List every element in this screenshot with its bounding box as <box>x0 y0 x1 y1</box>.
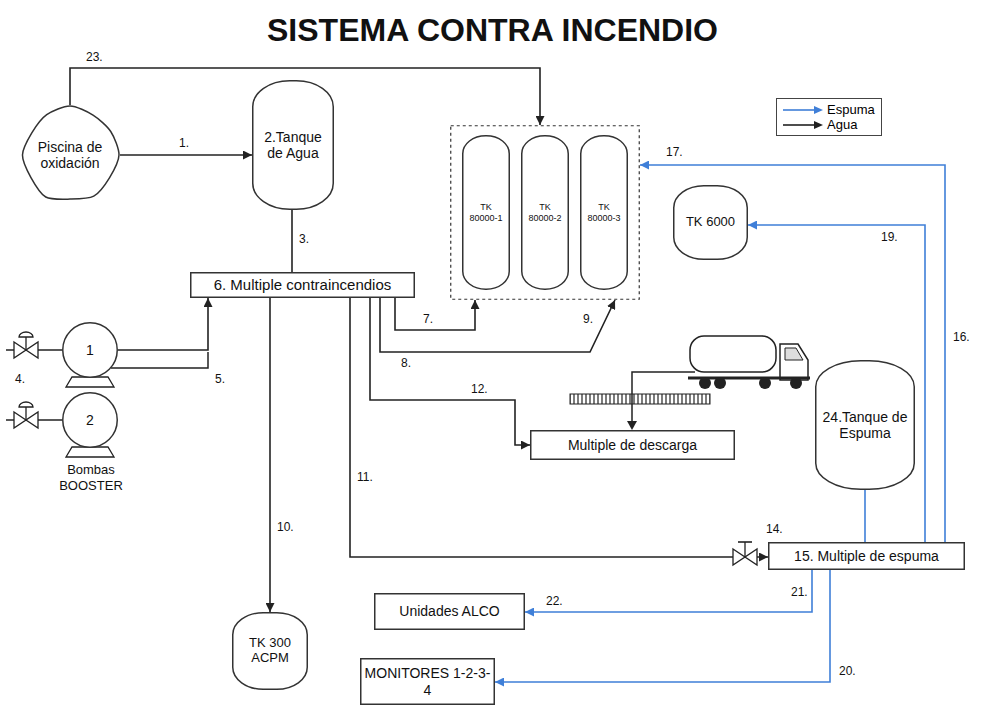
node-label: 6. Multiple contraincendios <box>214 276 392 293</box>
valve-symbol <box>6 332 62 358</box>
box-outline <box>674 186 748 260</box>
monitor-box: MONITORES 1-2-3-4 <box>360 658 495 705</box>
node-label: TK 80000-2 <box>525 202 565 223</box>
callout-number: 19. <box>880 230 899 244</box>
foam-line <box>525 570 812 612</box>
node-label: 2 <box>86 412 94 428</box>
water-line <box>395 298 475 330</box>
callout-number: 20. <box>838 664 857 678</box>
pipe-line <box>111 352 208 368</box>
node-label: TK 80000-3 <box>584 202 624 223</box>
pond-outline <box>22 106 119 199</box>
pump-outline <box>63 323 118 378</box>
tank-shape: TK 80000-1 <box>462 135 510 290</box>
legend-entry: Agua <box>783 117 875 132</box>
valve-symbol <box>733 542 757 565</box>
node-label: Unidades ALCO <box>399 603 499 619</box>
node-label: TK 80000-1 <box>466 202 506 223</box>
manifold-box: Multiple de descarga <box>530 430 735 460</box>
legend-sample <box>783 120 823 130</box>
pump-base <box>66 377 114 387</box>
foam-line <box>864 490 866 542</box>
callout-number: 14. <box>765 522 784 536</box>
foam-line <box>640 165 945 542</box>
water-line <box>370 298 530 445</box>
node-label: TK 300 ACPM <box>236 636 304 666</box>
water-line <box>269 298 271 612</box>
node-label: MONITORES 1-2-3-4 <box>364 665 491 697</box>
tanker-truck <box>688 336 810 389</box>
callout-number: 21. <box>790 585 809 599</box>
box-outline <box>463 136 510 290</box>
pump-caption: Bombas BOOSTER <box>35 462 147 494</box>
callout-number: 8. <box>400 356 412 370</box>
legend-text: Agua <box>827 117 857 132</box>
callout-number: 12. <box>470 382 489 396</box>
pump-circle: 1 <box>62 322 118 378</box>
box-outline <box>253 81 334 210</box>
legend-text: Espuma <box>827 102 875 117</box>
callout-number: 10. <box>276 520 295 534</box>
pump-outline <box>63 393 118 448</box>
box-outline <box>531 431 735 460</box>
box-outline <box>191 273 415 298</box>
box-outline <box>375 594 525 630</box>
legend-box: EspumaAgua <box>776 98 882 136</box>
callout-number: 9. <box>582 312 594 326</box>
callout-number: 7. <box>422 312 434 326</box>
water-line <box>120 154 252 156</box>
callout-number: 1. <box>178 136 190 150</box>
node-label: Piscina de oxidación <box>24 139 116 171</box>
node-label: Multiple de descarga <box>568 437 697 453</box>
node-label: 1 <box>86 342 94 358</box>
manifold-box: 6. Multiple contraincendios <box>190 272 415 298</box>
box-outline <box>522 136 569 290</box>
box-outline <box>581 136 628 290</box>
callout-number: 11. <box>356 470 374 484</box>
foam-line <box>495 570 830 682</box>
water-line <box>380 298 615 352</box>
tank-shape: TK 300 ACPM <box>232 612 308 690</box>
tank-shape: 24.Tanque de Espuma <box>815 360 915 490</box>
hose-line <box>632 372 695 422</box>
node-label: 24.Tanque de Espuma <box>819 409 911 441</box>
callout-number: 22. <box>545 594 564 608</box>
pump-base <box>66 447 114 457</box>
pump-circle: 2 <box>62 392 118 448</box>
legend-sample <box>783 105 823 115</box>
callout-number: 16. <box>952 330 971 344</box>
unit-box: Unidades ALCO <box>374 593 525 630</box>
manifold-box: 15. Multiple de espuma <box>768 542 965 570</box>
callout-number: 4. <box>14 372 26 386</box>
callout-number: 3. <box>298 232 310 246</box>
node-label: 2.Tanque de Agua <box>256 129 330 161</box>
valve-symbol <box>6 402 62 428</box>
callout-number: 5. <box>214 372 226 386</box>
node-label: 15. Multiple de espuma <box>794 548 939 564</box>
arrow-head <box>627 421 637 430</box>
pond-shape: Piscina de oxidación <box>20 105 120 205</box>
box-outline <box>233 613 308 690</box>
callout-number: 23. <box>85 50 104 64</box>
tank-group: TK 80000-1 TK 80000-2 TK 80000-3 <box>450 125 640 300</box>
grate <box>570 394 710 404</box>
foam-line <box>748 225 925 542</box>
tank-shape: TK 80000-3 <box>580 135 628 290</box>
box-outline <box>361 659 495 705</box>
callout-number: 17. <box>665 145 684 159</box>
box-outline <box>769 543 965 570</box>
box-outline <box>816 361 915 490</box>
water-line <box>291 210 293 272</box>
tank-shape: TK 6000 <box>673 185 748 260</box>
legend-entry: Espuma <box>783 102 875 117</box>
tank-shape: 2.Tanque de Agua <box>252 80 334 210</box>
group-outline <box>451 126 640 300</box>
diagram-title: SISTEMA CONTRA INCENDIO <box>0 12 985 49</box>
tank-shape: TK 80000-2 <box>521 135 569 290</box>
water-line <box>118 298 208 350</box>
node-label: TK 6000 <box>686 215 735 230</box>
